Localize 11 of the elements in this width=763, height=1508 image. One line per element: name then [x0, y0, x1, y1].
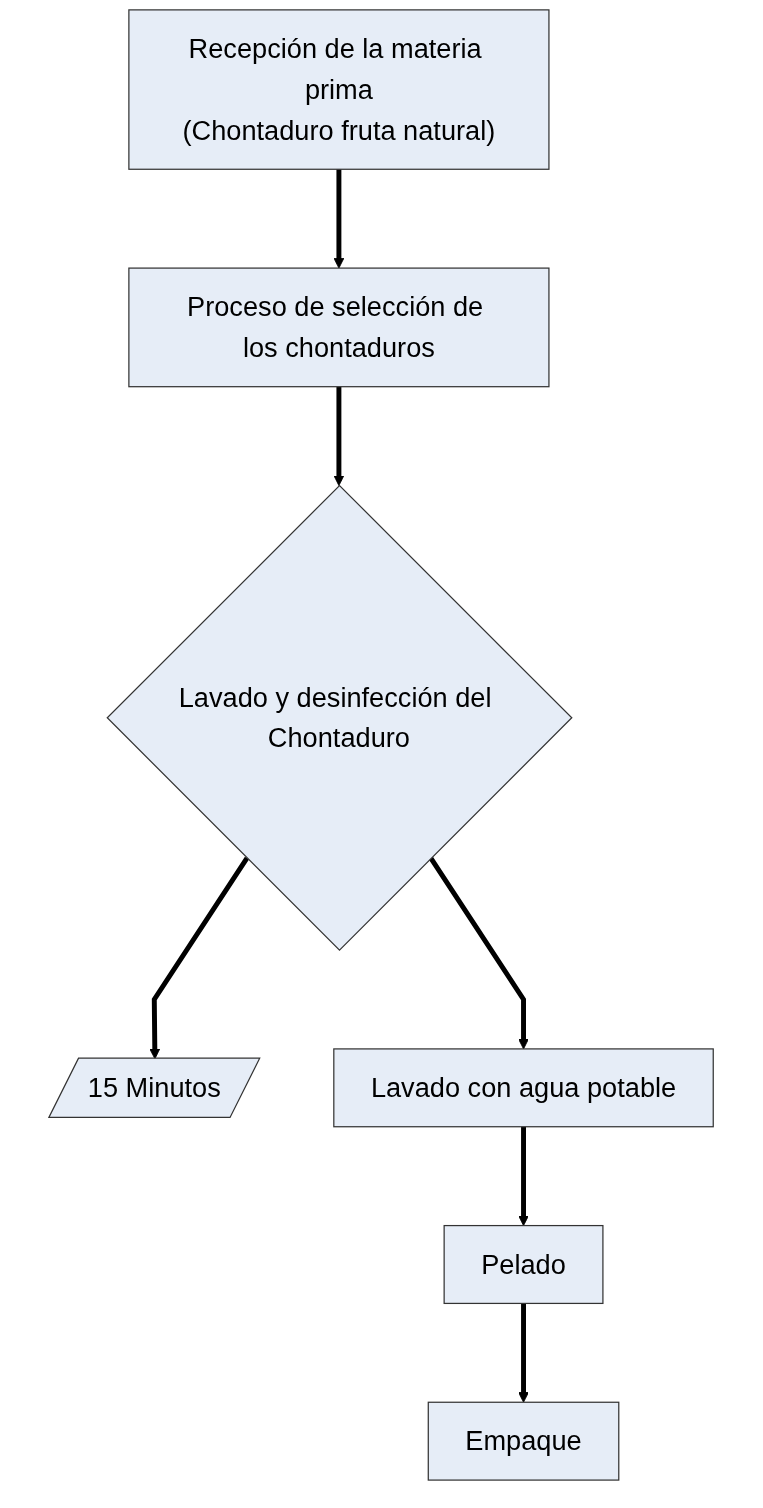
arrow [333, 169, 345, 269]
arrow [333, 386, 345, 487]
arrow [518, 1126, 530, 1227]
node-box: Empaque [428, 1401, 620, 1481]
arrow [429, 856, 530, 1050]
node-box: Lavado con agua potable [333, 1048, 715, 1128]
arrow [518, 1303, 530, 1403]
node-box: Proceso de selección de los chontaduros [128, 267, 550, 388]
node-box: Pelado [443, 1224, 604, 1305]
node-diamond: Lavado y desinfección del Chontaduro [106, 484, 574, 951]
node-box: Recepción de la materia prima (Chontaduro fruta natural) [128, 9, 550, 170]
